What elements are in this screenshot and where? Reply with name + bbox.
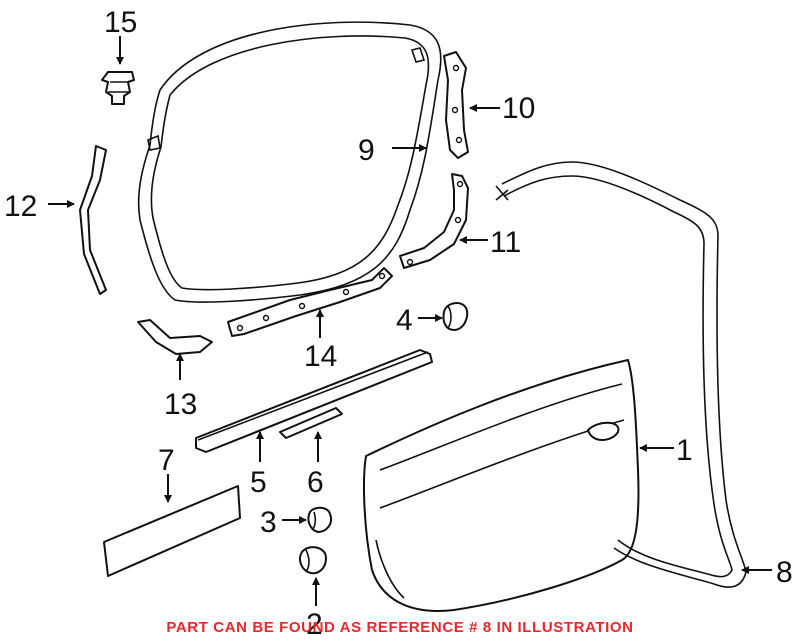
callout-15: 15 [104,6,137,39]
part-protective-film-7 [103,485,241,577]
part-door-opening-seal-9 [137,21,442,303]
callout-8: 8 [776,556,793,589]
callout-14: 14 [304,340,337,373]
part-sill-molding-5 [195,349,433,453]
part-bracket-10 [443,51,469,159]
part-pad-6 [279,407,343,439]
callout-10: 10 [502,92,535,125]
part-plug-2 [299,546,327,575]
part-sill-bracket-14 [227,267,393,337]
part-corner-trim-13 [137,319,213,355]
part-cap-3 [307,506,332,533]
callout-2: 2 [306,608,323,641]
callout-7: 7 [158,444,175,477]
callout-3: 3 [260,506,277,539]
callout-9: 9 [358,134,375,167]
callout-11: 11 [490,226,521,259]
callout-4: 4 [396,304,413,337]
part-plug-4 [442,302,469,331]
part-door-shell-1 [363,359,640,612]
callout-13: 13 [164,388,197,421]
part-curved-bracket-11 [399,173,469,269]
callout-12: 12 [4,190,37,223]
callout-6: 6 [307,466,324,499]
part-door-seal-8 [495,161,747,588]
part-trim-strip-12 [79,145,107,295]
callout-5: 5 [250,466,267,499]
part-clip-15 [101,71,135,105]
reference-note: PART CAN BE FOUND AS REFERENCE # 8 IN IL… [166,619,633,636]
callout-1: 1 [676,434,693,467]
